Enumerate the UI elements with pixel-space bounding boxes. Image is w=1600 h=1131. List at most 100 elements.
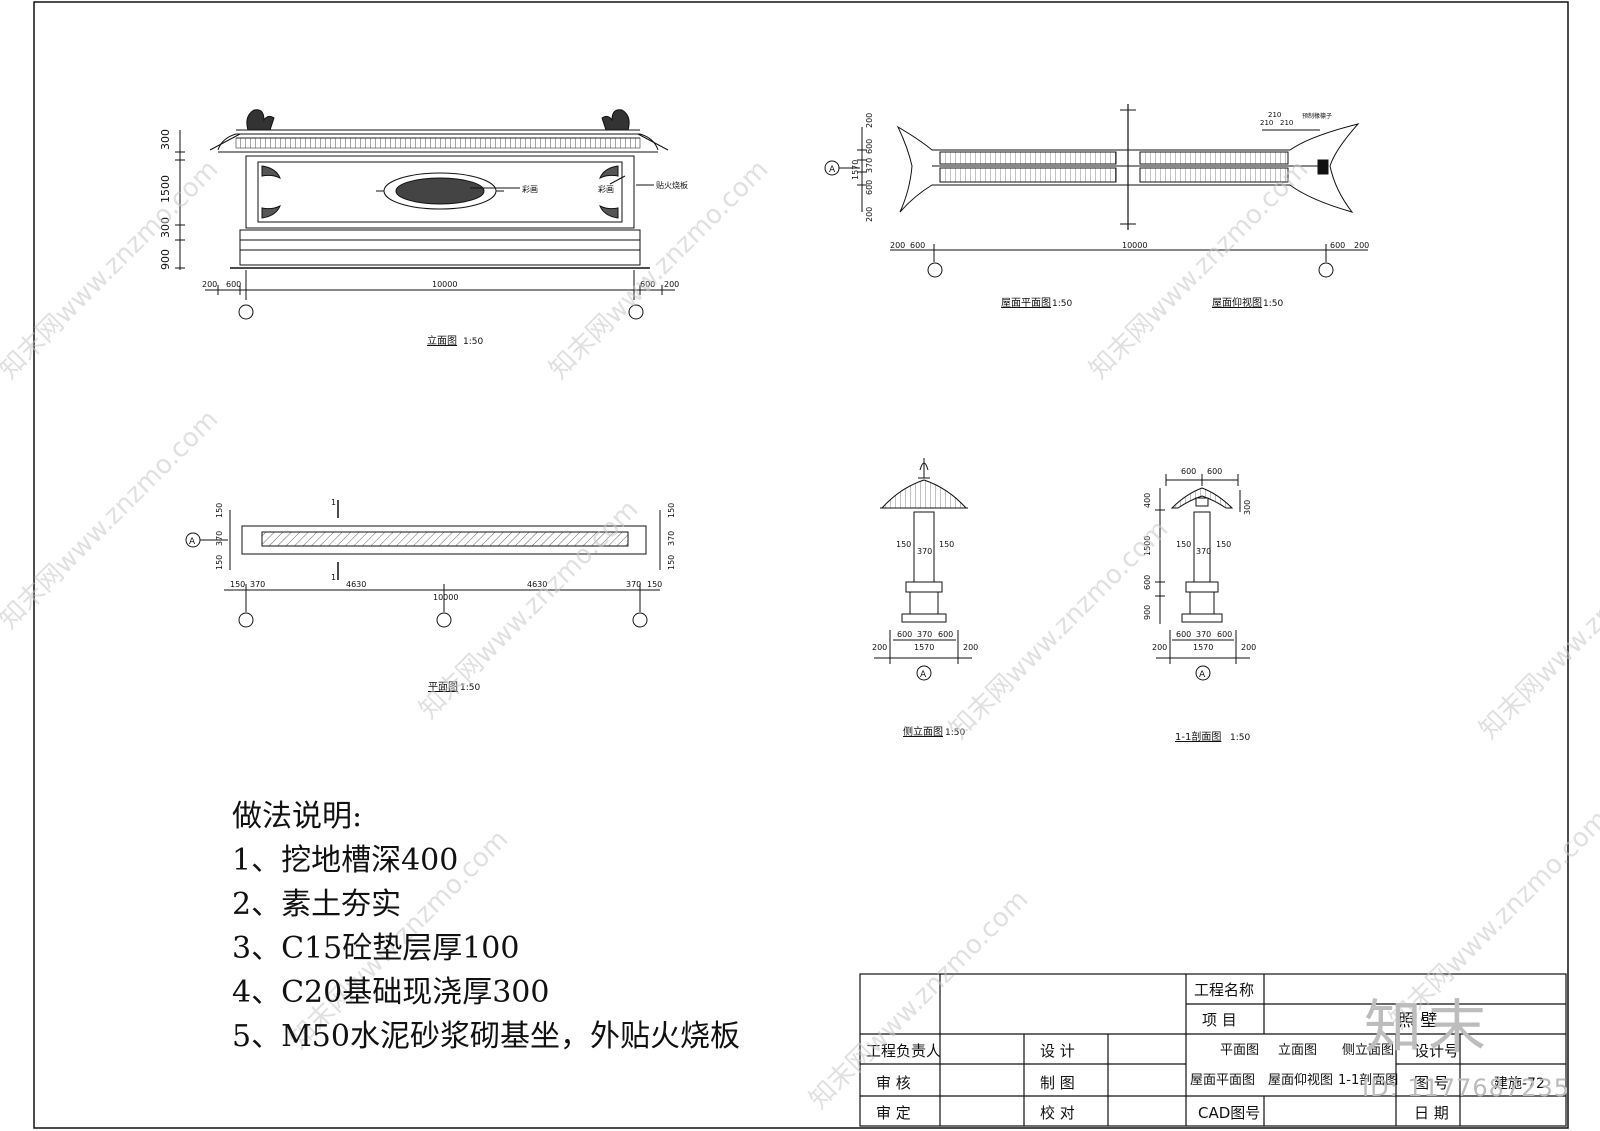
side-dim-bottom-370: 370 [917, 630, 932, 639]
tb-content-plan: 平面图 [1220, 1043, 1259, 1058]
elevation-scale: 1:50 [463, 337, 483, 347]
section-dim-top-600-right: 600 [1207, 467, 1222, 476]
plan-dim-total: 10000 [433, 593, 458, 602]
roof-dim-600-top: 600 [865, 139, 874, 154]
tb-review: 审 核 [876, 1074, 911, 1092]
tb-drafting: 制 图 [1040, 1074, 1075, 1092]
section-scale: 1:50 [1230, 733, 1250, 743]
plan-axis-a: A [189, 537, 196, 547]
tb-drawing-no: 图 号 [1414, 1074, 1449, 1092]
tb-date: 日 期 [1414, 1104, 1449, 1122]
roof-ceiling-scale: 1:50 [1263, 299, 1283, 309]
roof-plan-drawing [824, 104, 1368, 278]
sheet-border [33, 1, 1569, 1129]
plan-dim-left-150-bottom: 150 [215, 555, 224, 570]
watermark-6: 知末网www.znzmo.com [944, 514, 1175, 745]
section-dim-bottom-600-left: 600 [1176, 630, 1191, 639]
tb-design: 设 计 [1040, 1042, 1075, 1060]
watermark-9: 知末网www.znzmo.com [804, 884, 1035, 1115]
section-dim-mid-370: 370 [1196, 547, 1211, 556]
side-dim-bottom-200-right: 200 [963, 643, 978, 652]
plan-title: 平面图 [428, 681, 458, 693]
tb-drawing-no-value: 建施-72 [1494, 1076, 1545, 1092]
section-dim-left-600: 600 [1143, 575, 1152, 590]
dim-h-200-right: 200 [664, 280, 679, 289]
section-dim-left-900: 900 [1143, 605, 1152, 620]
section-dim-bottom-600-right: 600 [1217, 630, 1232, 639]
note-item: 1、挖地槽深400 [232, 843, 459, 878]
tb-content-roof-plan: 屋面平面图 [1190, 1073, 1255, 1088]
image-id-watermark: ID: 1177687235 [1362, 1074, 1570, 1102]
side-dim-top-150-left: 150 [896, 540, 911, 549]
section-dim-mid-150-left: 150 [1176, 540, 1191, 549]
note-item: 3、C15砼垫层厚100 [232, 931, 520, 966]
plan-drawing [185, 500, 661, 628]
dim-h-200-left: 200 [202, 280, 217, 289]
side-dim-bottom-200-left: 200 [872, 643, 887, 652]
elevation-title: 立面图 [427, 334, 457, 347]
plan-section-mark-bottom: 1 [331, 573, 336, 582]
note-item: 4、C20基础现浇厚300 [232, 975, 550, 1010]
plan-dim-h-4630-right: 4630 [527, 580, 547, 589]
plan-dim-h-150-right: 150 [647, 580, 662, 589]
roof-ceiling-title: 屋面仰视图 [1212, 296, 1262, 309]
roof-dim-200-bottom: 200 [865, 207, 874, 222]
dim-h-10000: 10000 [432, 280, 457, 289]
tb-responsible: 工程负责人 [866, 1042, 941, 1060]
dim-1500: 1500 [159, 175, 172, 203]
plan-dim-h-370-left: 370 [250, 580, 265, 589]
roof-dim-1570: 1570 [851, 160, 860, 180]
roof-dim-600-bottom: 600 [865, 180, 874, 195]
elevation-drawing [175, 109, 675, 320]
roof-top-dim-a: 210 [1268, 111, 1281, 119]
plan-section-mark-top: 1 [331, 498, 336, 507]
roof-top-dim-c: 210 [1280, 119, 1293, 127]
tb-design-no: 设计号 [1414, 1042, 1459, 1060]
roof-dim-h-600-left: 600 [910, 241, 925, 250]
roof-top-note: 预制椽檩子 [1302, 112, 1332, 120]
watermark-7: 知末网www.znzmo.com [1474, 514, 1600, 745]
section-title: 1-1剖面图 [1175, 730, 1221, 743]
side-dim-total: 1570 [914, 643, 934, 652]
side-dim-bottom-600-right: 600 [938, 630, 953, 639]
roof-dim-370: 370 [865, 158, 874, 173]
side-dim-top-370: 370 [917, 547, 932, 556]
dim-h-600-left: 600 [226, 280, 241, 289]
side-dim-bottom-600-left: 600 [897, 630, 912, 639]
section-dim-bottom-200-right: 200 [1241, 643, 1256, 652]
plan-dim-right-150-top: 150 [667, 503, 676, 518]
watermark-5: 知末网www.znzmo.com [414, 494, 645, 725]
section-dim-top-600-left: 600 [1181, 467, 1196, 476]
plan-dim-left-150-top: 150 [215, 503, 224, 518]
side-elevation-scale: 1:50 [945, 728, 965, 738]
dim-h-600-right: 600 [640, 280, 655, 289]
note-item: 2、素土夯实 [232, 887, 402, 922]
tb-cad-no: CAD图号 [1198, 1104, 1260, 1122]
tb-approve: 审 定 [876, 1104, 911, 1122]
plan-dim-h-150-left: 150 [230, 580, 245, 589]
roof-plan-title: 屋面平面图 [1001, 297, 1051, 309]
brand-watermark: 知末 [1363, 993, 1492, 1061]
side-dim-top-150-right: 150 [939, 540, 954, 549]
tb-content-roof-ceiling: 屋面仰视图 [1268, 1073, 1333, 1088]
section-dim-left-400: 400 [1143, 493, 1152, 508]
label-carving: 彩画 [522, 184, 538, 194]
plan-dim-h-4630-left: 4630 [346, 580, 366, 589]
construction-notes: 做法说明: 1、挖地槽深400 2、素土夯实 3、C15砼垫层厚100 4、C2… [232, 795, 740, 1059]
section-axis-a: A [1199, 670, 1206, 680]
side-elevation-title: 侧立面图 [903, 725, 943, 738]
dim-900: 900 [159, 249, 172, 270]
side-elevation-drawing [874, 458, 972, 681]
plan-dim-h-370-right: 370 [626, 580, 641, 589]
roof-top-dim-b: 210 [1260, 119, 1273, 127]
section-dim-bottom-200-left: 200 [1152, 643, 1167, 652]
section-dim-mid-150-right: 150 [1216, 540, 1231, 549]
ridge-ornament-right [601, 109, 630, 131]
label-corner: 彩画 [598, 184, 614, 194]
section-dim-bottom-370: 370 [1196, 630, 1211, 639]
roof-plan-scale: 1:50 [1052, 299, 1072, 309]
notes-heading: 做法说明: [232, 799, 363, 834]
corner-ornament [261, 165, 281, 180]
plan-dim-right-370: 370 [667, 531, 676, 546]
